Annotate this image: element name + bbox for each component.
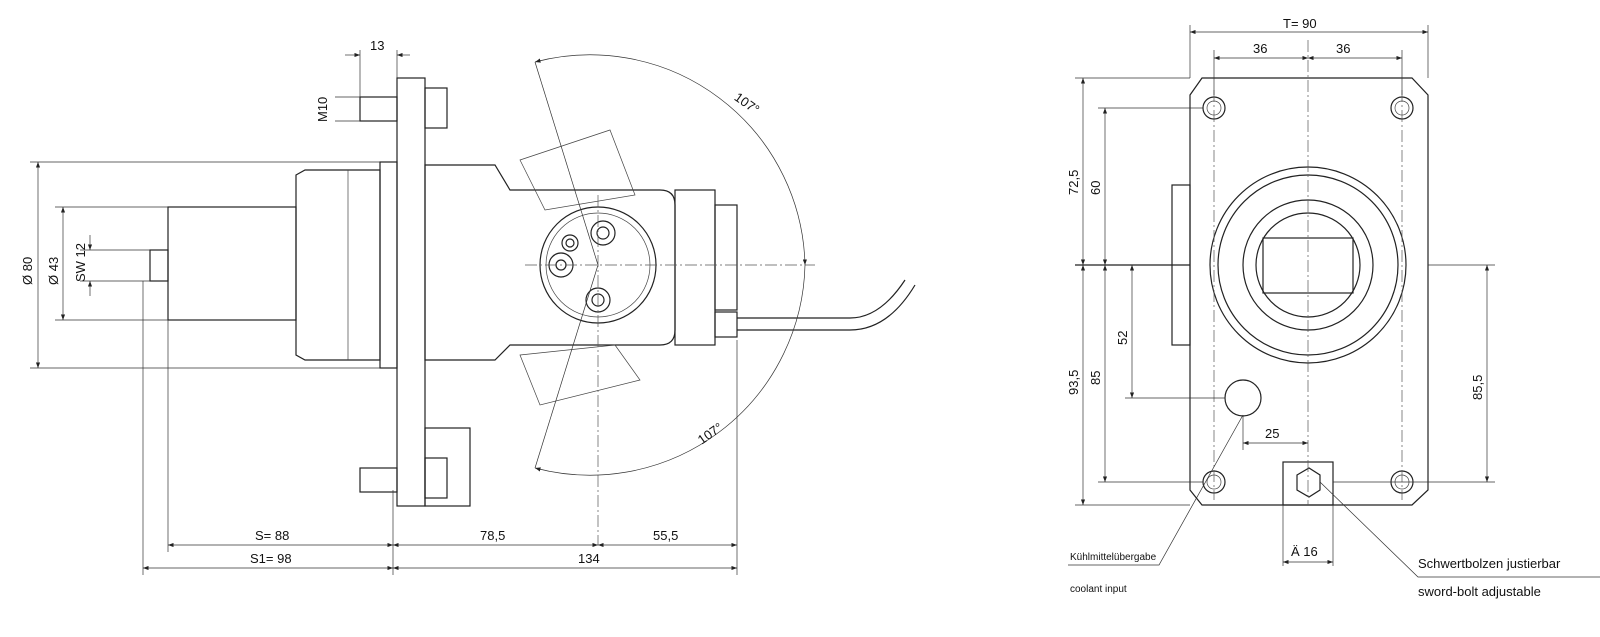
- front-view: T= 90 36 36 72,5 60 93,5 85 52 85,5 25 Ä: [1066, 16, 1600, 599]
- dim-16: Ä 16: [1291, 544, 1318, 559]
- dim-sw12: SW 12: [73, 243, 88, 282]
- dim-85-5: 85,5: [1470, 375, 1485, 400]
- dim-s1: S1= 98: [250, 551, 292, 566]
- dim-s: S= 88: [255, 528, 289, 543]
- sword-bolt-label-en: sword-bolt adjustable: [1418, 584, 1541, 599]
- dim-55-5: 55,5: [653, 528, 678, 543]
- dim-72-5: 72,5: [1066, 170, 1081, 195]
- dim-36-left: 36: [1253, 41, 1267, 56]
- dim-t: T= 90: [1283, 16, 1317, 31]
- side-view: 107° 107° 13 M10 Ø 80 Ø 43 SW 12 S= 88 S…: [20, 38, 916, 575]
- coolant-label-en: coolant input: [1070, 584, 1127, 595]
- dim-d43: Ø 43: [46, 257, 61, 285]
- dim-36-right: 36: [1336, 41, 1350, 56]
- dim-25: 25: [1265, 426, 1279, 441]
- coolant-label-de: Kühlmittelübergabe: [1070, 552, 1157, 563]
- dim-85: 85: [1088, 371, 1103, 385]
- angle-bottom-label: 107°: [695, 420, 726, 448]
- dim-d80: Ø 80: [20, 257, 35, 285]
- dim-m10: M10: [315, 97, 330, 122]
- dim-60: 60: [1088, 181, 1103, 195]
- angle-top-label: 107°: [732, 89, 763, 117]
- dim-78-5: 78,5: [480, 528, 505, 543]
- dim-134: 134: [578, 551, 600, 566]
- dim-93-5: 93,5: [1066, 370, 1081, 395]
- dim-52: 52: [1115, 331, 1130, 345]
- dim-13: 13: [370, 38, 384, 53]
- sword-bolt-label-de: Schwertbolzen justierbar: [1418, 556, 1561, 571]
